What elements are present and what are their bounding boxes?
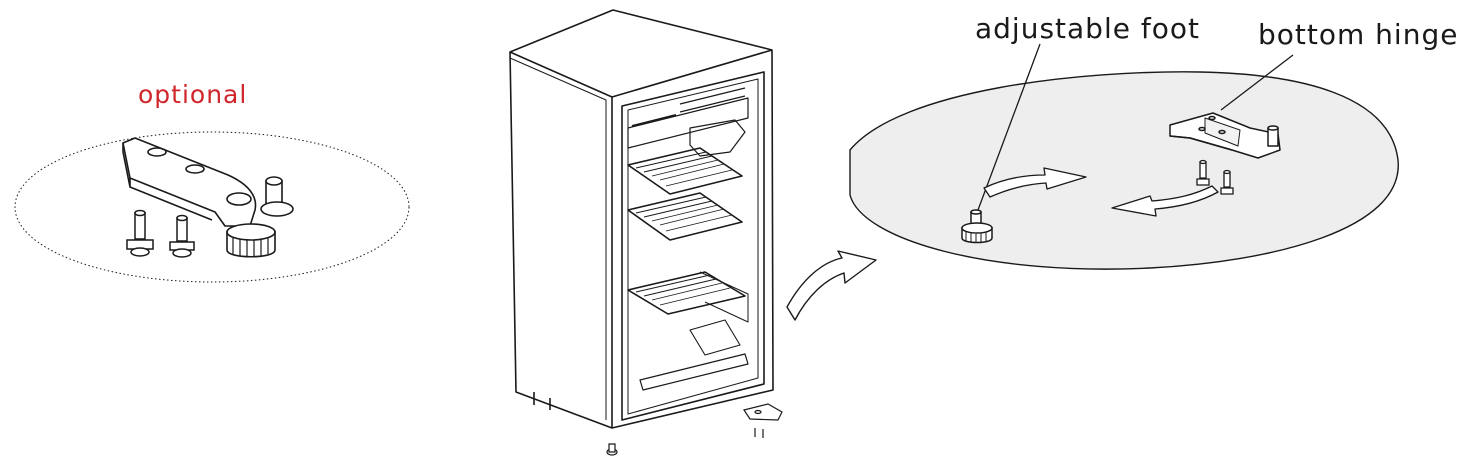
adjustable-foot-label: adjustable foot — [975, 12, 1200, 45]
hinge-pin-icon — [260, 176, 294, 217]
bottom-hinge-icon — [1169, 112, 1281, 159]
bottom-hinge-label: bottom hinge — [1258, 18, 1458, 51]
curved-arrow-icon — [786, 250, 877, 321]
screw-icon — [126, 209, 154, 257]
bottom-hinge-leader — [1220, 54, 1294, 111]
optional-label: optional — [138, 80, 247, 109]
optional-adjustable-foot-icon — [226, 223, 276, 258]
fridge-hinge-icon — [743, 403, 783, 438]
detail-floor-ellipse — [849, 71, 1399, 270]
detail-callout: adjustable foot bottom hinge — [849, 12, 1458, 270]
optional-hinge-bracket-icon — [122, 137, 257, 227]
rotation-arrows-icon — [983, 167, 1219, 217]
optional-callout-ellipse — [14, 131, 410, 283]
screw-icon — [1220, 169, 1234, 195]
optional-parts-callout: optional — [14, 80, 410, 283]
screw-icon — [1196, 159, 1210, 186]
refrigerator-icon — [509, 9, 774, 429]
screw-icon — [169, 214, 195, 258]
adjustable-foot-icon — [961, 209, 993, 244]
fridge-foot-icon — [606, 443, 618, 456]
